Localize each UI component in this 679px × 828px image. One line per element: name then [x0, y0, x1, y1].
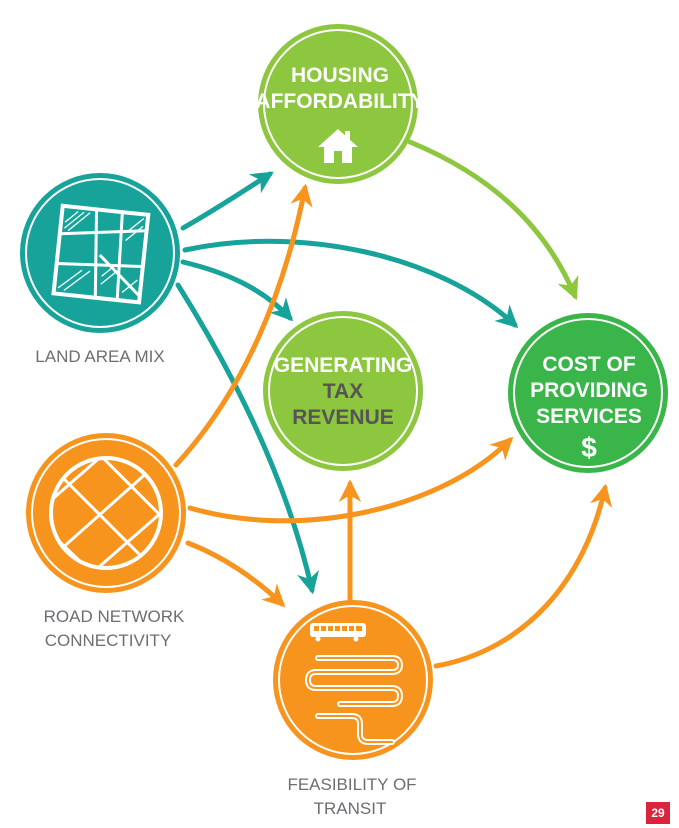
transit-label-line1: FEASIBILITY OF: [287, 775, 416, 794]
arrow-land-to-housing: [180, 171, 274, 231]
transit-circle: [273, 600, 433, 760]
land-circle: [20, 173, 180, 333]
connectors: [173, 139, 613, 669]
transit-label-line2: TRANSIT: [314, 799, 387, 818]
road-label-line2: CONNECTIVITY: [45, 631, 172, 650]
page-number-badge: 29: [646, 802, 670, 824]
node-land-area-mix: LAND AREA MIX: [20, 173, 180, 366]
tax-title-line3: REVENUE: [292, 406, 394, 429]
arrow-land-to-cost: [182, 238, 519, 329]
housing-circle: [258, 24, 418, 184]
node-road-network-connectivity: ROAD NETWORK CONNECTIVITY: [26, 433, 186, 650]
arrow-land-to-tax: [180, 259, 294, 322]
dollar-icon: $: [581, 432, 597, 463]
node-cost-of-providing-services: COST OF PROVIDING SERVICES $: [508, 313, 668, 473]
arrow-road-to-transit: [185, 540, 286, 608]
bus-route-icon: [304, 623, 404, 745]
tax-title-line2: TAX: [323, 380, 363, 403]
housing-title-line2: AFFORDABILITY: [255, 90, 424, 113]
housing-title-line1: HOUSING: [291, 64, 389, 87]
house-icon: [318, 129, 358, 163]
cost-title-line1: COST OF: [542, 353, 636, 376]
arrow-housing-to-cost: [407, 139, 579, 301]
tax-circle: [263, 311, 423, 471]
node-feasibility-of-transit: FEASIBILITY OF TRANSIT: [273, 600, 433, 818]
arrow-road-to-cost: [187, 436, 514, 524]
arrow-land-to-transit: [175, 282, 320, 595]
node-housing-affordability: HOUSING AFFORDABILITY: [255, 24, 425, 184]
cost-title-line3: SERVICES: [536, 405, 642, 428]
road-label-line1: ROAD NETWORK: [44, 607, 185, 626]
cost-title-line2: PROVIDING: [530, 379, 648, 402]
map-grid-icon: [51, 203, 151, 305]
node-generating-tax-revenue: GENERATING TAX REVENUE: [263, 311, 423, 471]
land-label: LAND AREA MIX: [35, 347, 164, 366]
tax-title-line1: GENERATING: [274, 354, 412, 377]
arrow-road-to-housing: [173, 183, 313, 468]
cost-circle: [508, 313, 668, 473]
arrow-transit-to-cost: [433, 483, 613, 669]
